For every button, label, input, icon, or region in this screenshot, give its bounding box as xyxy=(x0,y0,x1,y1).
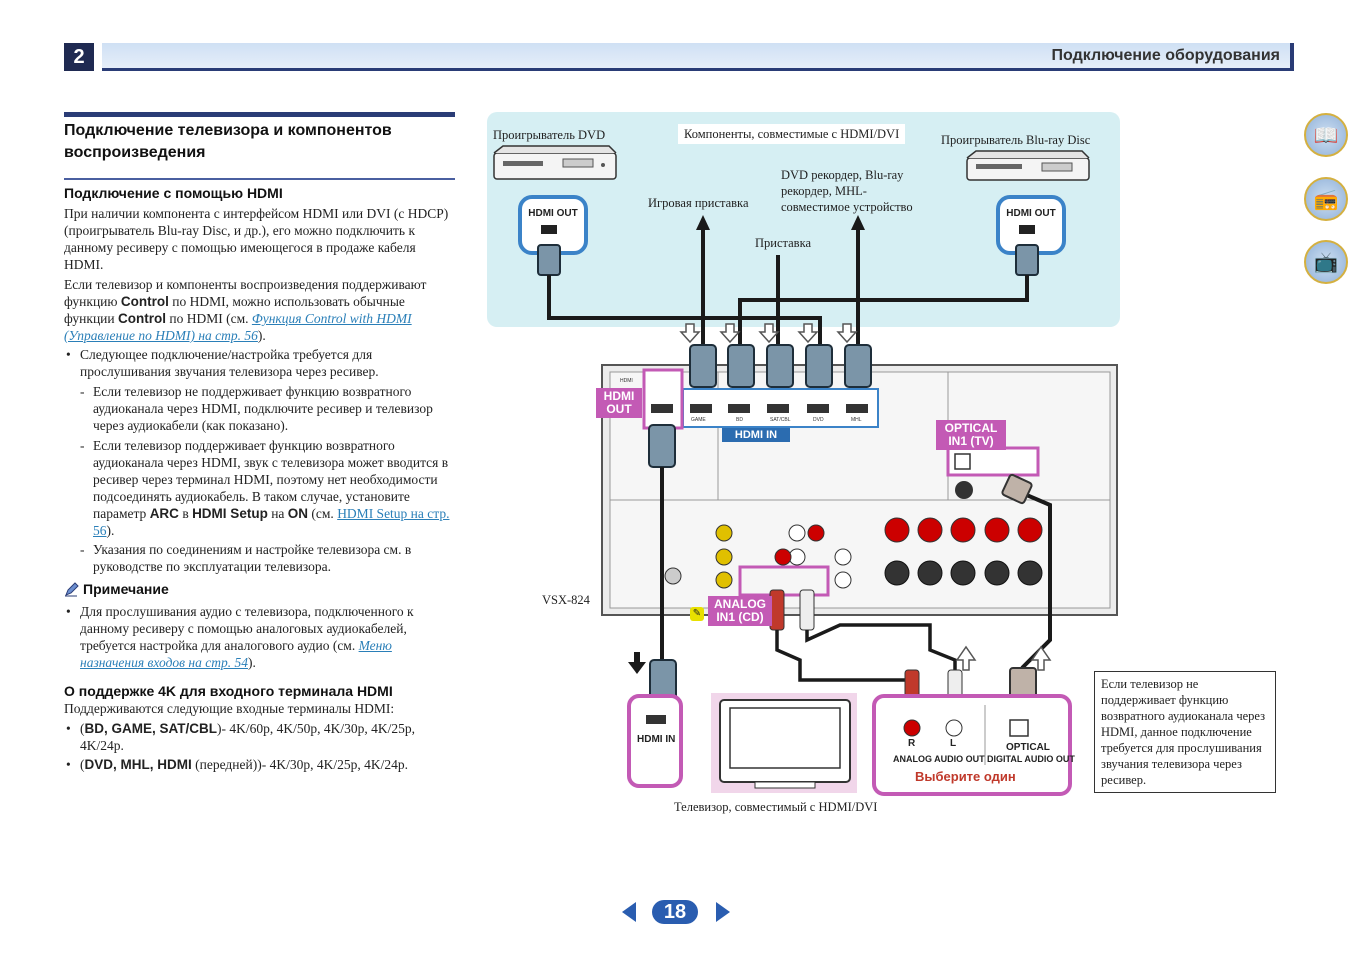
chapter-number: 2 xyxy=(64,43,94,71)
text-span: на xyxy=(271,506,285,521)
dash-item: Указания по соединениям и настройке теле… xyxy=(93,542,412,574)
note-pencil-icon xyxy=(64,581,80,597)
subheading-hdmi: Подключение с помощью HDMI xyxy=(64,185,283,201)
pager xyxy=(620,896,732,932)
optical-in-tag: OPTICAL IN1 (TV) xyxy=(936,420,1006,450)
optical-label: OPTICAL xyxy=(1006,742,1050,753)
bullet-dot: • xyxy=(66,721,71,736)
page-number: 18 xyxy=(663,901,687,923)
hdmi-setup-term: HDMI Setup xyxy=(192,506,268,521)
text-span: ). xyxy=(247,655,256,670)
control-term: Control xyxy=(118,311,166,326)
control-hdmi-link[interactable]: Функция Control with HDMI (Управление по… xyxy=(64,311,412,343)
bullet-dot: • xyxy=(66,347,71,362)
port-label: HDMI OUT xyxy=(528,208,578,219)
dash-item-arc: Если телевизор поддерживает функцию возв… xyxy=(93,437,455,539)
model-label: VSX-824 xyxy=(542,593,590,607)
control-term: Control xyxy=(120,294,169,309)
on-term: ON xyxy=(287,506,309,521)
next-page-button[interactable] xyxy=(710,896,732,928)
text-span: )- 4K/60p, 4K/50p, 4K/30p, 4K/25p, 4K/24… xyxy=(80,721,415,753)
receiver-icon[interactable]: 📻 xyxy=(1304,177,1348,221)
text-span: ). xyxy=(257,328,266,343)
header-bar xyxy=(102,43,1294,71)
text-span: ). xyxy=(106,523,115,538)
book-icon[interactable]: 📖 xyxy=(1304,113,1348,157)
dash-marker: - xyxy=(80,438,85,453)
bullet-dot: • xyxy=(66,757,71,772)
bluray-player-icon xyxy=(966,150,1090,181)
hdmi-in-tag: HDMI IN xyxy=(722,428,790,442)
text-span: по HDMI (см. xyxy=(169,311,249,326)
terms: DVD, MHL, HDMI xyxy=(84,757,192,772)
port-mhl: MHL xyxy=(851,417,862,423)
text-span: Для прослушивания аудио с телевизора, по… xyxy=(80,604,414,653)
tv-hdmi-in-label: HDMI IN xyxy=(637,734,676,745)
page-title: Подключение оборудования xyxy=(1051,47,1280,64)
text-span: Если телевизор и компоненты воспроизведе… xyxy=(64,277,427,309)
dash-marker: - xyxy=(80,384,85,399)
r-label: R xyxy=(908,738,916,749)
arc-term: ARC xyxy=(149,506,179,521)
input-assign-link[interactable]: Меню назначения входов на стр. 54 xyxy=(80,638,392,670)
remote-icon[interactable]: 📺 xyxy=(1304,240,1348,284)
port-sat-cbl: SAT/CBL xyxy=(770,417,791,423)
recorder-label: DVD рекордер, Blu-ray рекордер, MHL-совм… xyxy=(781,168,913,214)
choose-one-label: Выберите один xyxy=(915,769,1016,784)
game-console-label: Игровая приставка xyxy=(648,196,749,210)
hdmi-out-tag: HDMI OUT xyxy=(596,388,642,418)
bullet-4k-60: (BD, GAME, SAT/CBL)- 4K/60p, 4K/50p, 4K/… xyxy=(80,721,415,753)
text-span: Если телевизор поддерживает функцию возв… xyxy=(93,438,449,521)
arc-note-box: Если телевизор не поддерживает функцию в… xyxy=(1094,671,1276,793)
analog-audio-out-label: ANALOG AUDIO OUT xyxy=(893,754,985,764)
paragraph-4k: Поддерживаются следующие входные термина… xyxy=(64,701,395,716)
analog-in-tag: ANALOG IN1 (CD) xyxy=(708,596,772,626)
settop-label: Приставка xyxy=(755,236,812,250)
dash-marker: - xyxy=(80,542,85,557)
text-span: в xyxy=(182,506,189,521)
section-title: Подключение телевизора и компонентов вос… xyxy=(64,122,392,161)
port-bd: BD xyxy=(736,417,743,423)
section-rule xyxy=(64,112,455,117)
receiver-hdmi-label: HDMI xyxy=(620,378,633,384)
note-pencil-icon: ✎ xyxy=(690,607,704,621)
subheading-4k: О поддержке 4K для входного терминала HD… xyxy=(64,683,393,699)
bullet-4k-30: (DVD, MHL, HDMI (передней))- 4K/30p, 4K/… xyxy=(80,757,408,772)
note-text: Для прослушивания аудио с телевизора, по… xyxy=(80,603,455,671)
text-span: (см. xyxy=(311,506,334,521)
text-span: по HDMI, можно использовать обычные функ… xyxy=(64,294,405,326)
paragraph-control: Если телевизор и компоненты воспроизведе… xyxy=(64,276,454,344)
tv-label: Телевизор, совместимый с HDMI/DVI xyxy=(674,800,878,814)
hdmi-setup-link[interactable]: HDMI Setup на стр. 56 xyxy=(93,506,450,538)
port-dvd: DVD xyxy=(813,417,824,423)
port-game: GAME xyxy=(691,417,706,423)
bullet-item: Следующее подключение/настройка требуетс… xyxy=(80,347,379,379)
compatible-label: Компоненты, совместимые с HDMI/DVI xyxy=(678,124,906,144)
dash-item: Если телевизор не поддерживает функцию в… xyxy=(93,384,433,433)
terms: BD, GAME, SAT/CBL xyxy=(84,721,218,736)
bullet-dot: • xyxy=(66,604,71,619)
note-title: Примечание xyxy=(83,581,169,597)
paragraph-intro: При наличии компонента с интерфейсом HDM… xyxy=(64,206,449,272)
text-span: (передней))- 4K/30p, 4K/25p, 4K/24p. xyxy=(195,757,408,772)
l-label: L xyxy=(950,738,957,749)
prev-page-button[interactable] xyxy=(620,896,642,928)
port-label: HDMI OUT xyxy=(1006,208,1056,219)
pager-graphic xyxy=(622,900,730,924)
section-divider xyxy=(64,178,455,180)
digital-audio-out-label: DIGITAL AUDIO OUT xyxy=(987,754,1075,764)
dvd-player-label: Проигрыватель DVD xyxy=(493,128,606,142)
dvd-player-icon xyxy=(493,145,617,180)
bluray-label: Проигрыватель Blu-ray Disc xyxy=(941,133,1091,147)
